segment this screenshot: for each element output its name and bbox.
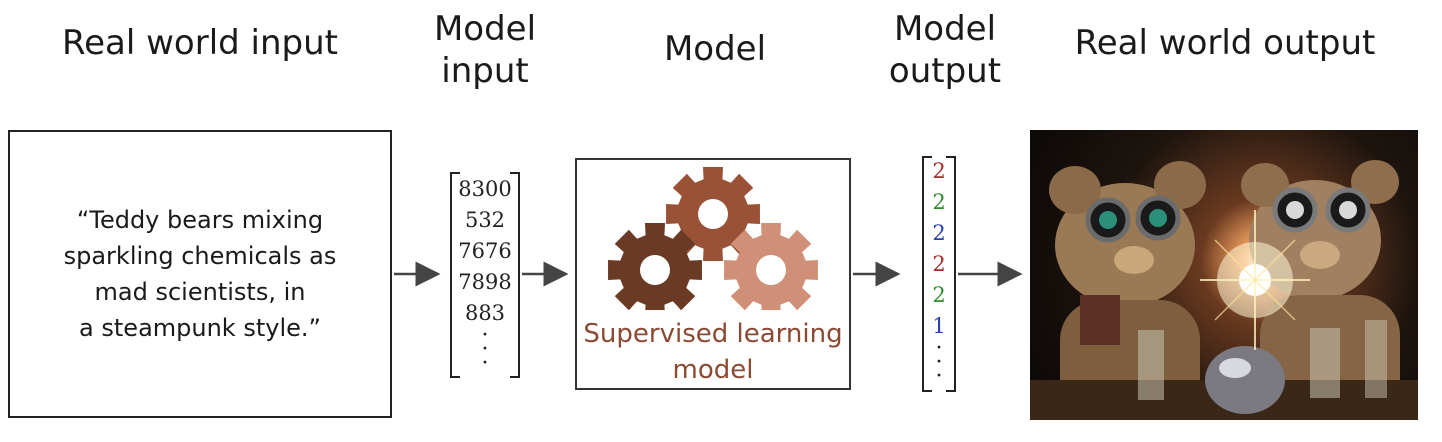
real-world-output-image [1030,130,1418,420]
heading-real-world-output: Real world output [1074,23,1376,63]
real-world-input-box: “Teddy bears mixing sparkling chemicals … [8,130,392,418]
bracket-left [922,156,932,392]
gear-hole [640,255,670,285]
input-token: 7898 [458,270,512,294]
input-token: 532 [464,208,506,232]
output-token: 2 [932,252,946,276]
gear-icon [666,167,760,261]
model-input-vector: 8300 532 7676 7898 883 ··· [450,172,520,378]
gear-icon [608,223,702,310]
output-token: 2 [932,283,946,307]
heading-real-world-input: Real world input [62,23,338,63]
output-token: 1 [932,314,946,338]
vertical-ellipsis: ··· [935,336,943,389]
prompt-text: “Teddy bears mixing sparkling chemicals … [63,206,337,342]
output-token: 2 [932,190,946,214]
gear-icon [724,223,818,310]
gears-graphic [608,167,818,310]
bracket-left [450,172,460,378]
bracket-right [510,172,520,378]
model-caption: Supervised learning model [583,319,843,385]
model-output-vector: 2 2 2 2 2 1 ··· [922,156,956,392]
heading-model-output: Model output [888,9,1002,91]
output-token: 2 [932,159,946,183]
gear-hole [698,199,728,229]
bracket-right [946,156,956,392]
input-token: 7676 [458,239,512,263]
heading-model-input: Model input [433,9,537,91]
input-token: 8300 [458,177,512,201]
output-token: 2 [932,221,946,245]
vertical-ellipsis: ··· [481,323,489,376]
heading-model: Model [663,29,767,69]
gear-hole [756,255,786,285]
input-token: 883 [464,301,506,325]
teddy-bears-image [1030,160,1418,420]
model-box: Supervised learning model [575,158,851,390]
